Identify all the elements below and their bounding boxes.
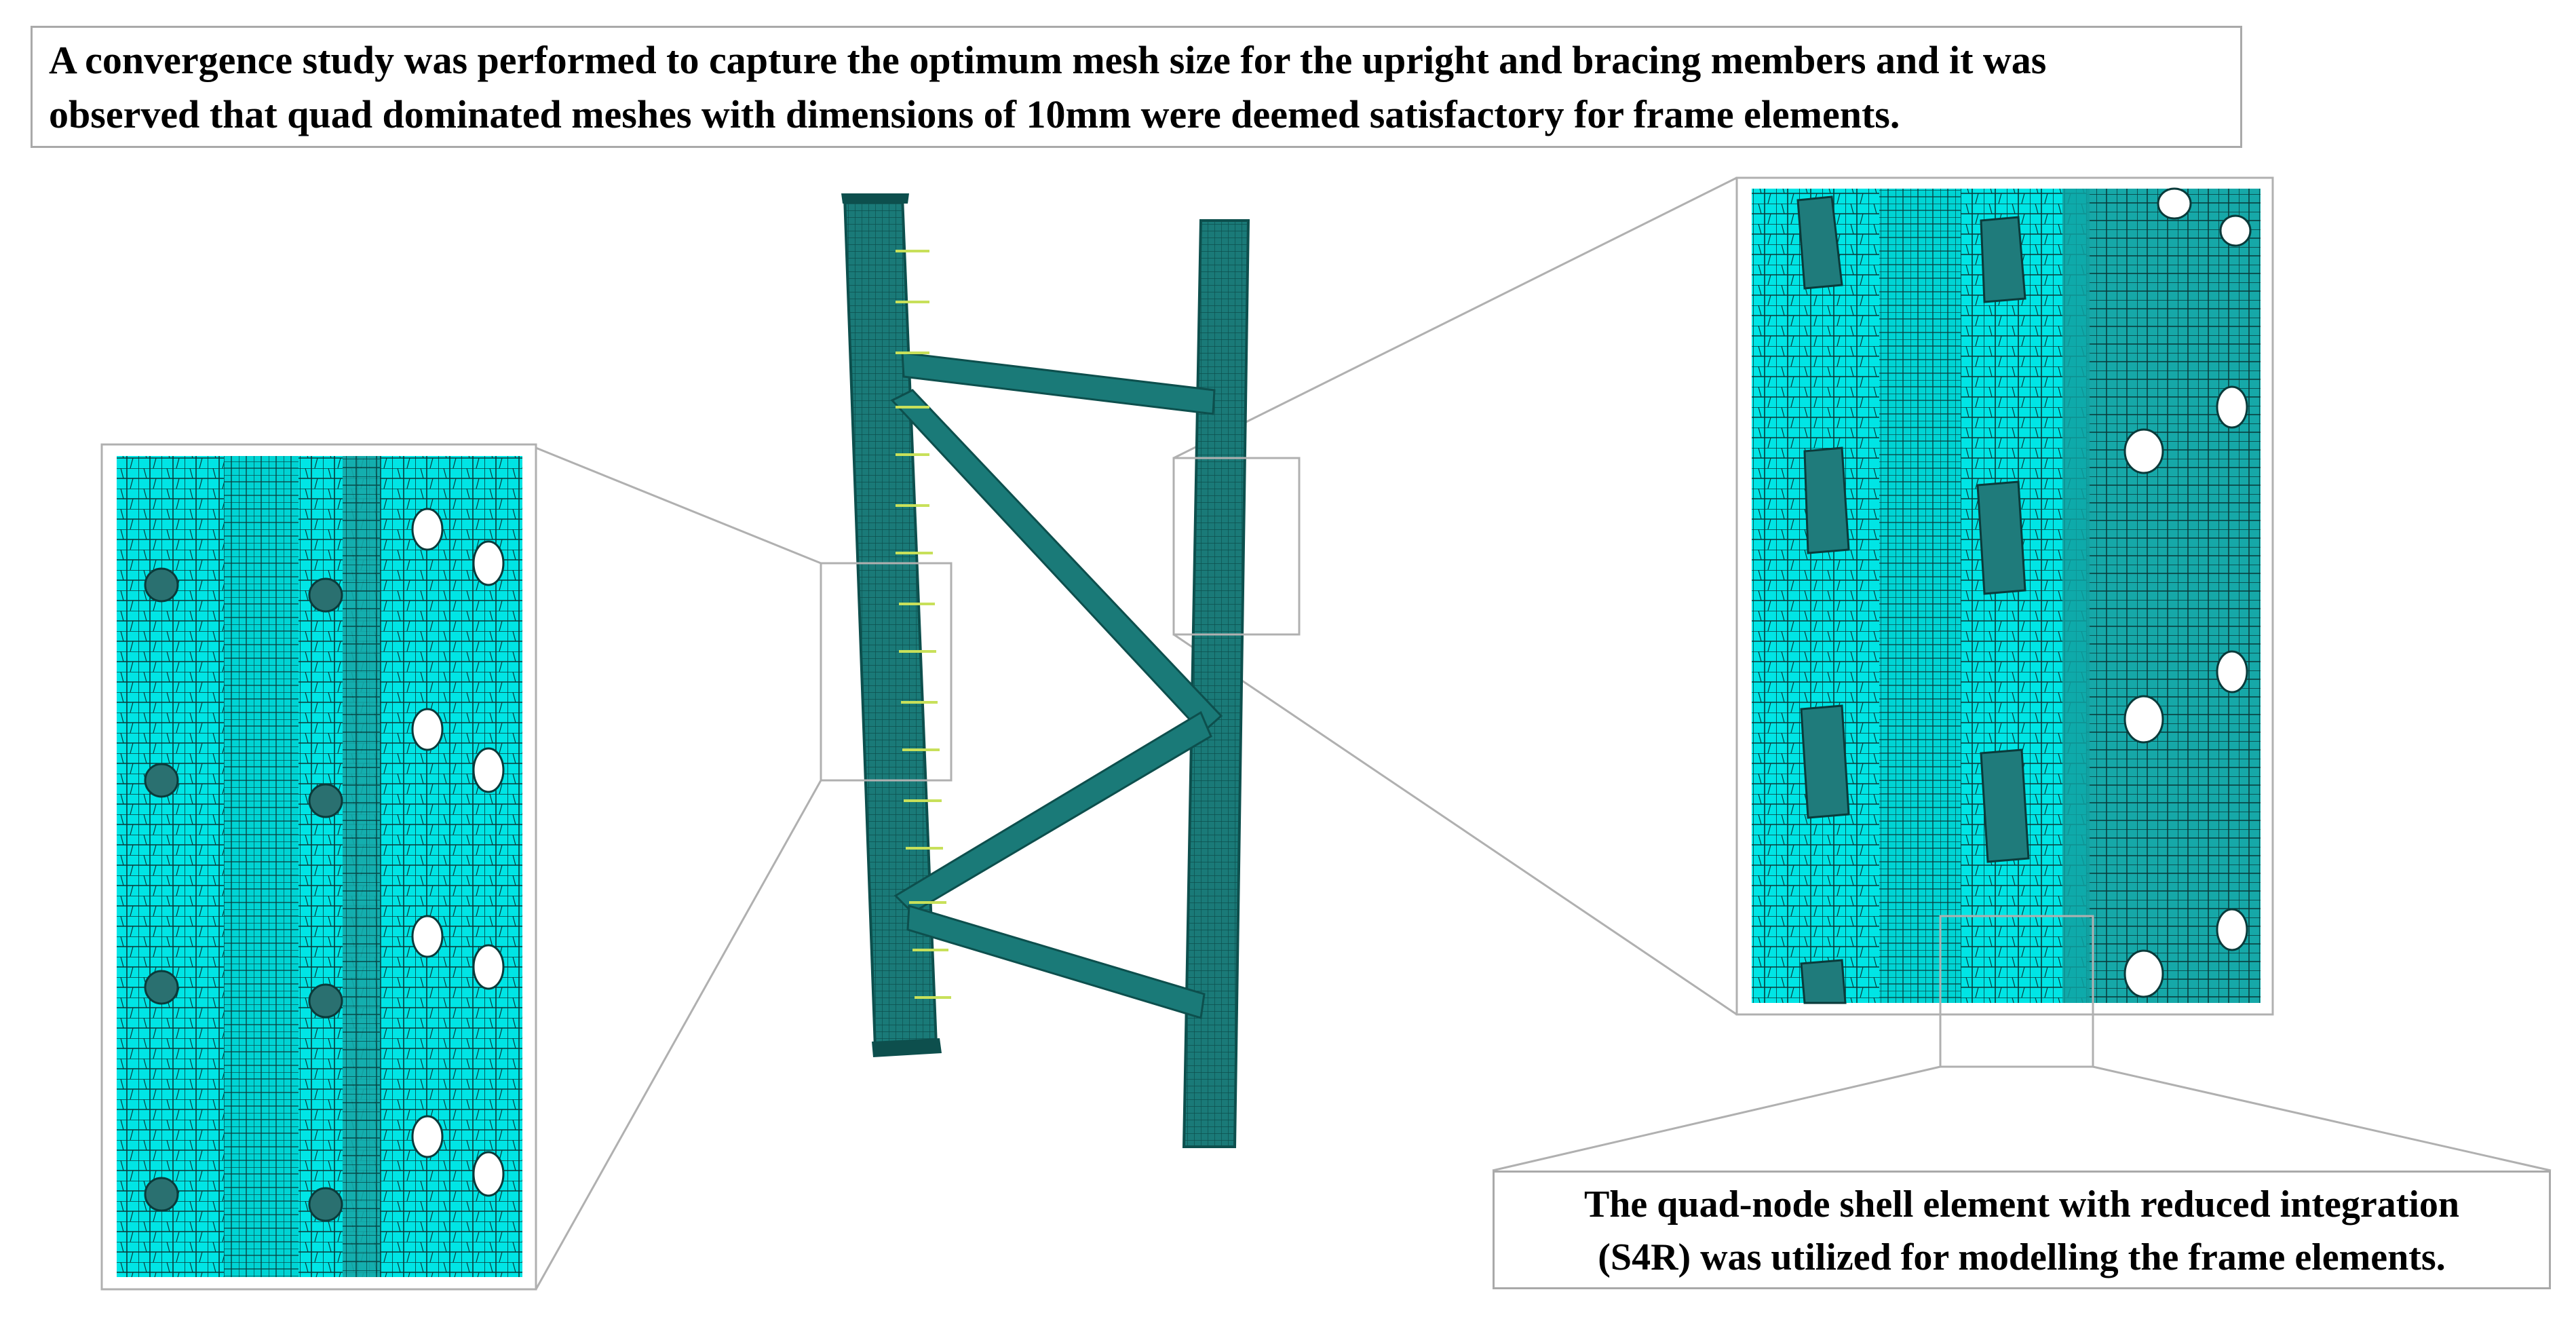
leader-bottom-left <box>1492 1065 1941 1172</box>
caption-bottom-line-1: The quad-node shell element with reduced… <box>1583 1183 2460 1226</box>
caption-top-mesh-convergence: A convergence study was performed to cap… <box>31 26 2242 148</box>
left-mesh-slots <box>411 508 505 1197</box>
caption-bottom-line-2: (S4R) was utilized for modelling the fra… <box>1598 1236 2446 1278</box>
zoom-box-right-upright <box>1172 457 1301 636</box>
right-mesh-slots <box>1796 195 2030 1004</box>
right-mesh-side <box>2086 189 2261 1003</box>
left-upright-base <box>872 1038 942 1057</box>
caption-bottom-element-type: The quad-node shell element with reduced… <box>1493 1171 2551 1289</box>
brace-diagonal-upper <box>890 389 1223 735</box>
left-mesh-detail-panel <box>100 443 537 1291</box>
right-mesh-edge <box>2062 189 2090 1003</box>
brace-diagonal-lower <box>893 710 1212 914</box>
caption-top-line-2: observed that quad dominated meshes with… <box>49 92 1900 136</box>
brace-top-horizontal <box>901 352 1216 415</box>
left-mesh-perforations <box>144 567 343 1222</box>
leader-right-top <box>1173 176 1737 459</box>
right-upright <box>1182 219 1250 1148</box>
leader-bottom-right <box>2092 1065 2552 1172</box>
left-upright-cap-top <box>841 193 909 204</box>
load-arrows <box>896 250 951 999</box>
right-mesh-web <box>1879 189 1961 1003</box>
caption-top-line-1: A convergence study was performed to cap… <box>49 38 2047 82</box>
leader-left-bottom <box>535 780 822 1290</box>
right-mesh-holes <box>2123 187 2252 998</box>
rack-frame-model <box>820 193 1301 1148</box>
leader-right-bottom <box>1173 633 1737 1016</box>
left-mesh-flange <box>224 456 299 1277</box>
brace-bottom-horizontal <box>906 905 1206 1019</box>
zoom-box-left-upright <box>820 562 953 782</box>
callout-leaders <box>535 176 2552 1290</box>
left-mesh-web <box>343 456 380 1277</box>
right-mesh-detail-panel <box>1735 176 2274 1068</box>
zoom-box-right-panel <box>1939 915 2094 1068</box>
leader-left-top <box>535 446 822 565</box>
